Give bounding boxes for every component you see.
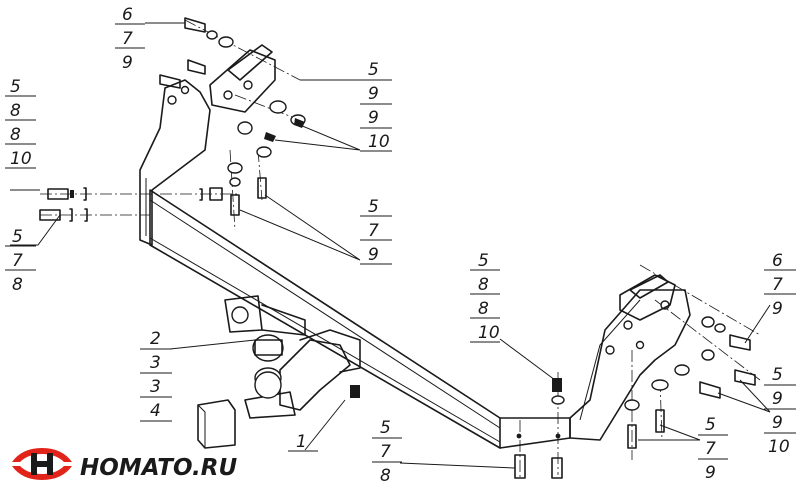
callout-number: 8 [380, 466, 391, 486]
callout-number: 7 [380, 442, 391, 462]
callout-top-left: 6 7 9 [115, 5, 145, 73]
callout-number: 9 [705, 463, 716, 483]
callout-number: 9 [368, 245, 379, 265]
callout-number: 5 [705, 415, 716, 435]
logo-text: HOMATO.RU [80, 455, 237, 481]
callout-number: 5 [772, 365, 783, 385]
top-left-plate [209, 44, 276, 113]
callout-number: 5 [478, 251, 489, 271]
callout-top-center: 5 9 9 10 [360, 60, 392, 152]
right-top-plate [619, 274, 676, 321]
callout-number: 5 [368, 197, 379, 217]
callout-number: 8 [10, 101, 21, 121]
main-crossbeam [149, 189, 571, 449]
callout-right-lower: 5 9 9 10 [764, 365, 796, 457]
callout-number: 9 [368, 84, 379, 104]
callout-number: 8 [478, 299, 489, 319]
callout-number: 8 [12, 275, 23, 295]
callout-number: 5 [380, 418, 391, 438]
callout-number: 4 [150, 401, 161, 421]
callout-right-upper: 6 7 9 [764, 251, 796, 319]
callout-left-lower: 5 7 8 [5, 227, 36, 295]
hitch-cover [197, 399, 236, 449]
homato-logo: HOMATO.RU [12, 448, 237, 481]
callout-number: 7 [705, 439, 716, 459]
callout-bottom-right: 5 7 9 [698, 415, 728, 483]
callout-left-upper: 5 8 8 10 [5, 77, 36, 169]
callout-bottom-center: 5 7 8 [372, 418, 402, 486]
callout-number: 5 [10, 77, 21, 97]
callout-number: 8 [478, 275, 489, 295]
callout-number: 10 [768, 437, 790, 457]
callout-number: 10 [478, 323, 500, 343]
fasteners [39, 17, 756, 479]
callout-ball-group: 2 3 3 4 [140, 329, 172, 422]
callout-number: 7 [12, 251, 23, 271]
axis-lines [40, 19, 761, 480]
callout-center-right: 5 8 8 10 [470, 251, 500, 343]
callout-number: 9 [772, 299, 783, 319]
callout-number: 10 [368, 132, 390, 152]
callout-number: 7 [122, 29, 133, 49]
callout-number: 8 [10, 125, 21, 145]
homato-emblem-icon [12, 448, 72, 480]
left-side-bracket [139, 79, 211, 246]
callout-number: 2 [150, 329, 161, 349]
callout-number: 5 [12, 227, 23, 247]
callout-number: 9 [368, 108, 379, 128]
callout-number: 3 [150, 353, 161, 373]
callout-number: 1 [296, 432, 307, 452]
callout-number: 7 [368, 221, 379, 241]
leader-lines [10, 22, 771, 469]
tow-ball-assembly [224, 295, 361, 419]
callout-number: 6 [772, 251, 783, 271]
callout-number: 3 [150, 377, 161, 397]
callout-mid-center: 5 7 9 [360, 197, 392, 265]
callout-number: 5 [368, 60, 379, 80]
callout-number: 9 [772, 413, 783, 433]
callout-number: 9 [122, 53, 133, 73]
callout-number: 10 [10, 149, 32, 169]
callout-single: 1 [288, 432, 318, 452]
callout-number: 7 [772, 275, 783, 295]
callout-number: 6 [122, 5, 133, 25]
callout-number: 9 [772, 389, 783, 409]
